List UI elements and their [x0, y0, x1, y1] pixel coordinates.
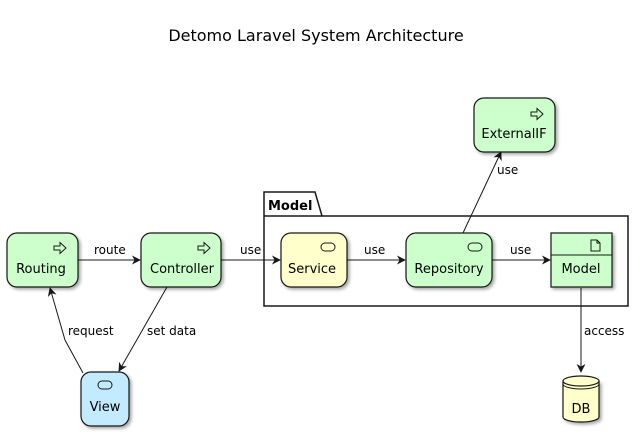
- edge-label-controller-service: use: [240, 243, 261, 257]
- node-label-externalif: ExternalIF: [481, 127, 546, 142]
- node-routing: Routing: [6, 232, 79, 288]
- database-icon: [562, 375, 600, 387]
- node-label-model: Model: [561, 262, 600, 277]
- node-db: DB: [562, 375, 600, 423]
- diagram-title: Detomo Laravel System Architecture: [168, 26, 463, 45]
- edge-label-repository-externalif: use: [497, 163, 518, 177]
- edge-label-set-data: set data: [147, 324, 196, 338]
- node-label-routing: Routing: [16, 262, 66, 277]
- arrow-right-icon: [530, 107, 544, 121]
- package-label: Model: [268, 199, 312, 214]
- arrow-right-icon: [53, 241, 67, 255]
- document-icon: [590, 239, 601, 252]
- edge-repository-externalif: [462, 151, 502, 234]
- edge-label-service-repository: use: [364, 243, 385, 257]
- node-label-service: Service: [288, 262, 336, 277]
- node-externalif: ExternalIF: [473, 97, 556, 153]
- node-controller: Controller: [140, 232, 222, 288]
- rounded-pill-icon: [467, 242, 483, 252]
- node-label-view: View: [90, 400, 121, 415]
- node-repository: Repository: [405, 232, 493, 288]
- edge-label-request: request: [68, 324, 114, 338]
- node-service: Service: [280, 232, 348, 288]
- node-label-repository: Repository: [414, 262, 483, 277]
- edge-label-route: route: [94, 243, 126, 257]
- node-label-db: DB: [572, 402, 591, 417]
- rounded-pill-icon: [320, 242, 336, 252]
- edge-controller-view: [118, 286, 168, 372]
- edge-label-repository-model: use: [510, 243, 531, 257]
- arrow-right-icon: [197, 241, 211, 255]
- edge-view-routing: [47, 287, 84, 374]
- node-label-controller: Controller: [150, 262, 215, 277]
- node-model: Model: [550, 232, 613, 288]
- node-view: View: [80, 371, 130, 427]
- edges: route use use use use set data request a…: [47, 151, 624, 374]
- edge-label-access: access: [584, 324, 624, 338]
- rounded-pill-icon: [97, 380, 113, 390]
